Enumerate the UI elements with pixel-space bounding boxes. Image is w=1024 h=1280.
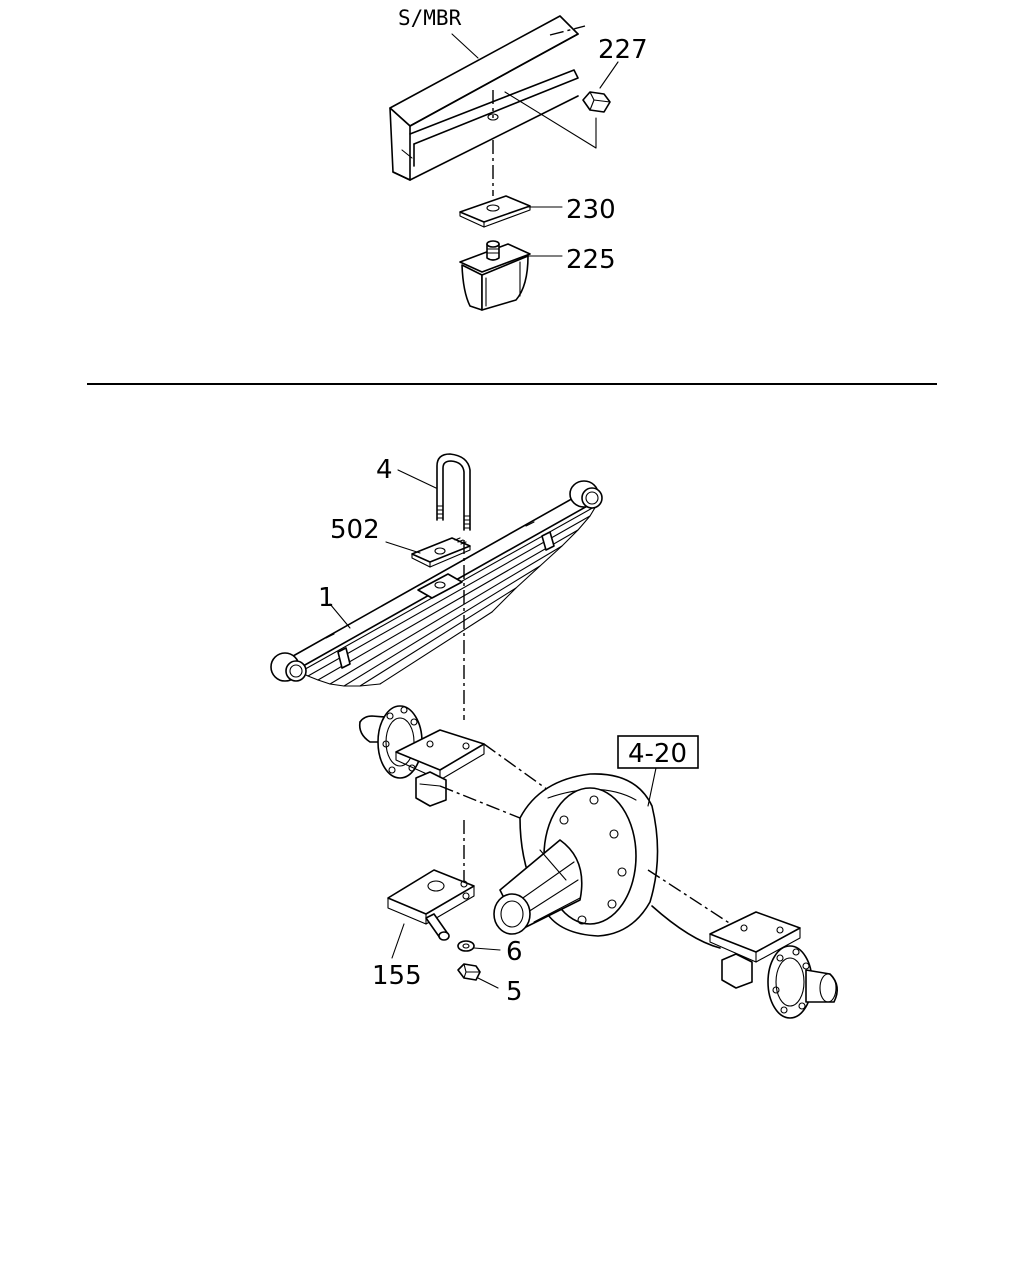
label-s-mbr: S/MBR <box>398 6 462 30</box>
bracket-155 <box>387 869 475 941</box>
label-1: 1 <box>318 583 335 613</box>
side-member-rail <box>389 15 586 181</box>
u-bolt-4 <box>436 453 471 531</box>
label-4: 4 <box>376 455 393 485</box>
label-502: 502 <box>330 515 380 545</box>
leader-4 <box>397 469 437 489</box>
plate-230 <box>459 195 531 228</box>
nut-227 <box>582 91 611 113</box>
leaf-spring-1 <box>270 480 603 687</box>
leader-502 <box>385 541 421 554</box>
label-155: 155 <box>372 961 422 991</box>
label-5: 5 <box>506 977 523 1007</box>
label-4-20: 4-20 <box>628 739 687 769</box>
label-225: 225 <box>566 245 616 275</box>
leader-4-20 <box>647 767 657 807</box>
washer-6 <box>457 940 475 952</box>
rear-axle-4-20 <box>358 705 838 1019</box>
nut-5 <box>457 963 481 981</box>
leader-155 <box>391 923 405 959</box>
leader-1 <box>329 603 351 629</box>
leader-5 <box>477 977 499 989</box>
leader-s-mbr <box>451 33 479 59</box>
leader-227 <box>599 61 619 89</box>
spacer-plate-502 <box>411 537 471 568</box>
leader-6 <box>473 947 501 951</box>
label-6: 6 <box>506 937 523 967</box>
assembly-line-nut <box>504 91 597 149</box>
bumper-225 <box>459 240 531 311</box>
label-230: 230 <box>566 195 616 225</box>
reference-box-4-20: 4-20 <box>617 735 699 769</box>
label-227: 227 <box>598 35 648 65</box>
